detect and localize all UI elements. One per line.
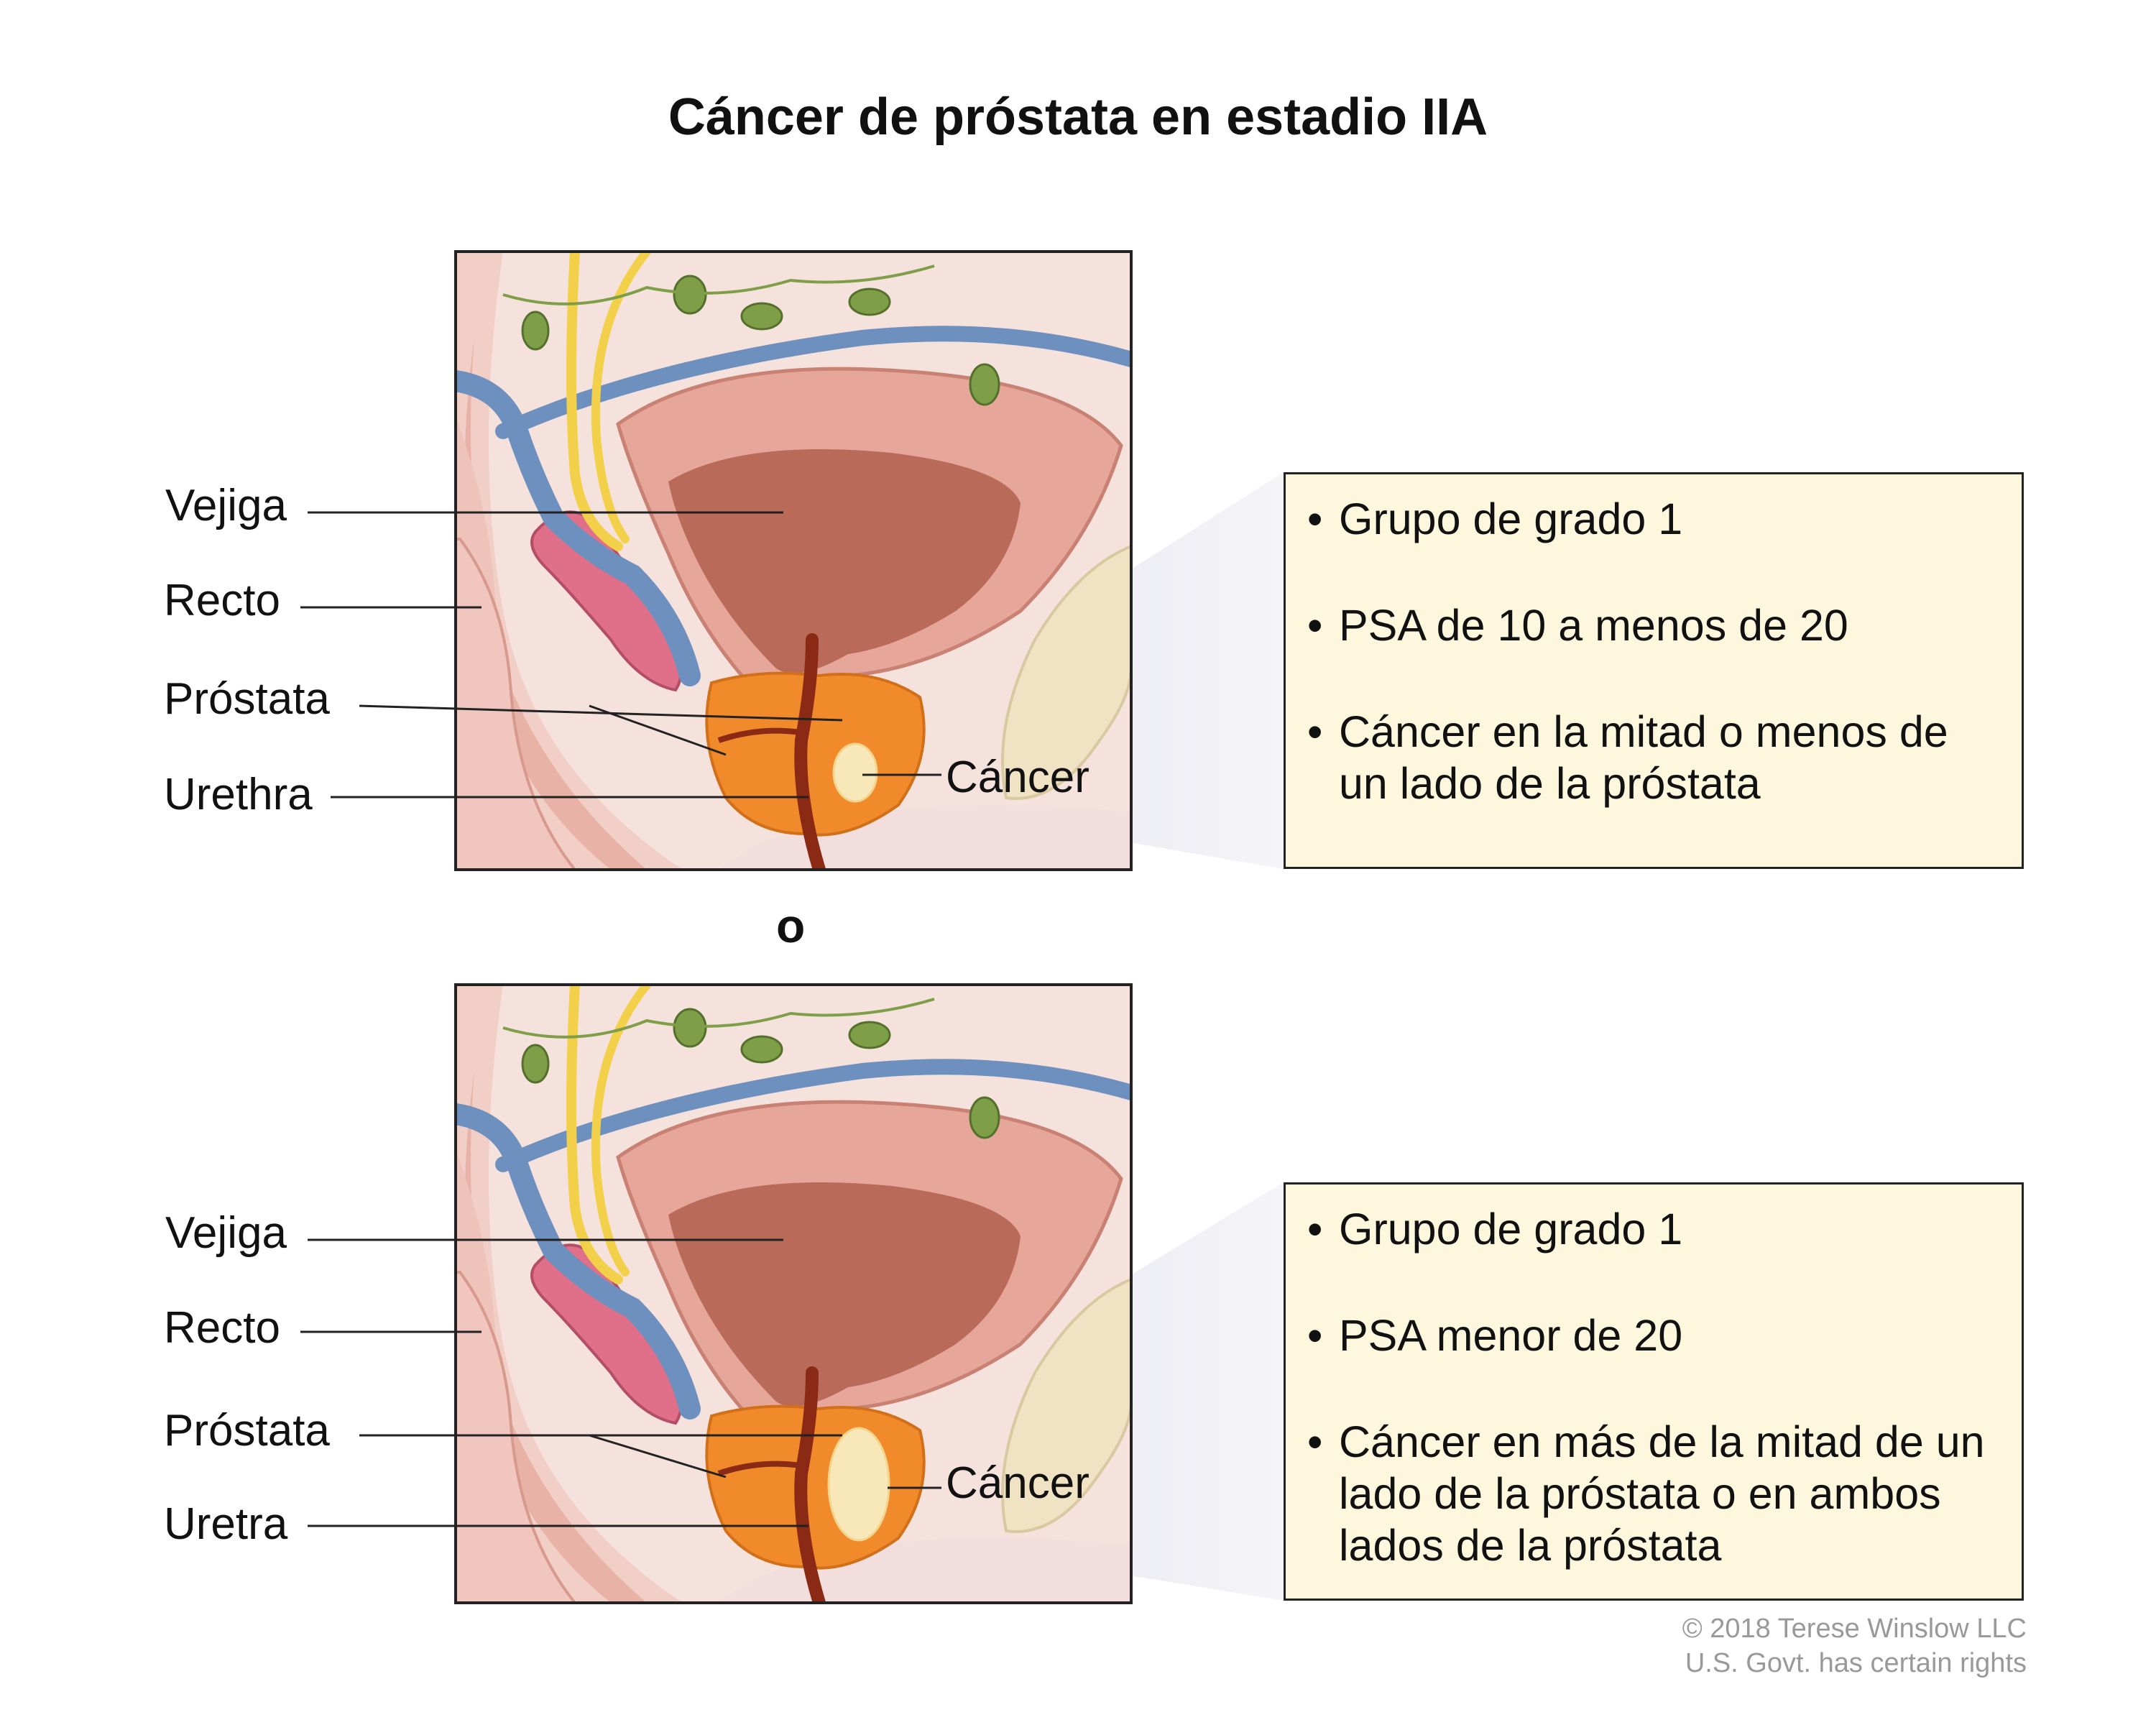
info-bullet: •PSA menor de 20	[1307, 1311, 1683, 1360]
info-box-1: •Grupo de grado 1 •PSA de 10 a menos de …	[1284, 472, 2024, 869]
label-rectum-1: Recto	[164, 576, 280, 625]
pubic-bone-shape	[1001, 1277, 1131, 1533]
cancer-spot	[832, 742, 878, 803]
bladder-lumen-shape	[668, 1182, 1021, 1407]
info-box-2: •Grupo de grado 1 •PSA menor de 20 •Cánc…	[1284, 1182, 2024, 1601]
urethra-shape	[794, 633, 826, 870]
urethra-shape	[794, 1366, 826, 1603]
label-bladder-1: Vejiga	[165, 481, 287, 530]
illustration-frame	[454, 983, 1133, 1604]
illustration-frame	[454, 250, 1133, 871]
cross-section-illustration	[456, 252, 1131, 870]
bladder-lumen-shape	[668, 449, 1021, 673]
info-bullet: •Grupo de grado 1	[1307, 494, 1683, 543]
vein-shape	[456, 1103, 701, 1420]
label-cancer-2: Cáncer	[946, 1458, 1089, 1508]
label-bladder-2: Vejiga	[165, 1208, 287, 1258]
nerve-shape	[566, 252, 623, 551]
leader-lines	[300, 511, 941, 799]
cancer-spot	[827, 1427, 890, 1542]
label-prostate-1: Próstata	[164, 674, 330, 724]
anatomy-panel-1	[300, 250, 1284, 871]
label-urethra-2: Uretra	[164, 1499, 288, 1549]
vein-shape	[456, 370, 701, 686]
info-bullet: •PSA de 10 a menos de 20	[1307, 601, 1848, 650]
cross-section-illustration	[456, 985, 1131, 1603]
label-rectum-2: Recto	[164, 1303, 280, 1353]
info-bullet: •Cáncer en la mitad o menos de un lado d…	[1307, 707, 1948, 808]
page-title: Cáncer de próstata en estadio IIA	[668, 88, 1488, 146]
label-cancer-1: Cáncer	[946, 753, 1089, 802]
credit-line-1: © 2018 Terese Winslow LLC	[1682, 1614, 2027, 1644]
label-prostate-2: Próstata	[164, 1406, 330, 1455]
info-bullet: •Cáncer en más de la mitad de un lado de…	[1307, 1417, 1985, 1570]
info-bullet: •Grupo de grado 1	[1307, 1205, 1683, 1254]
pubic-bone-shape	[1001, 544, 1131, 800]
prostate-shape	[705, 671, 926, 837]
leader-lines	[300, 1238, 941, 1527]
lymph-nodes	[521, 1008, 1000, 1139]
lymph-nodes	[521, 275, 1000, 406]
or-separator: o	[776, 899, 806, 952]
label-urethra-1: Urethra	[164, 770, 313, 819]
anatomy-panel-2	[300, 983, 1284, 1604]
rectum-shape	[456, 538, 577, 870]
copyright-credit: © 2018 Terese Winslow LLC U.S. Govt. has…	[1682, 1611, 2027, 1680]
nerve-shape	[566, 985, 623, 1284]
credit-line-2: U.S. Govt. has certain rights	[1685, 1648, 2027, 1678]
